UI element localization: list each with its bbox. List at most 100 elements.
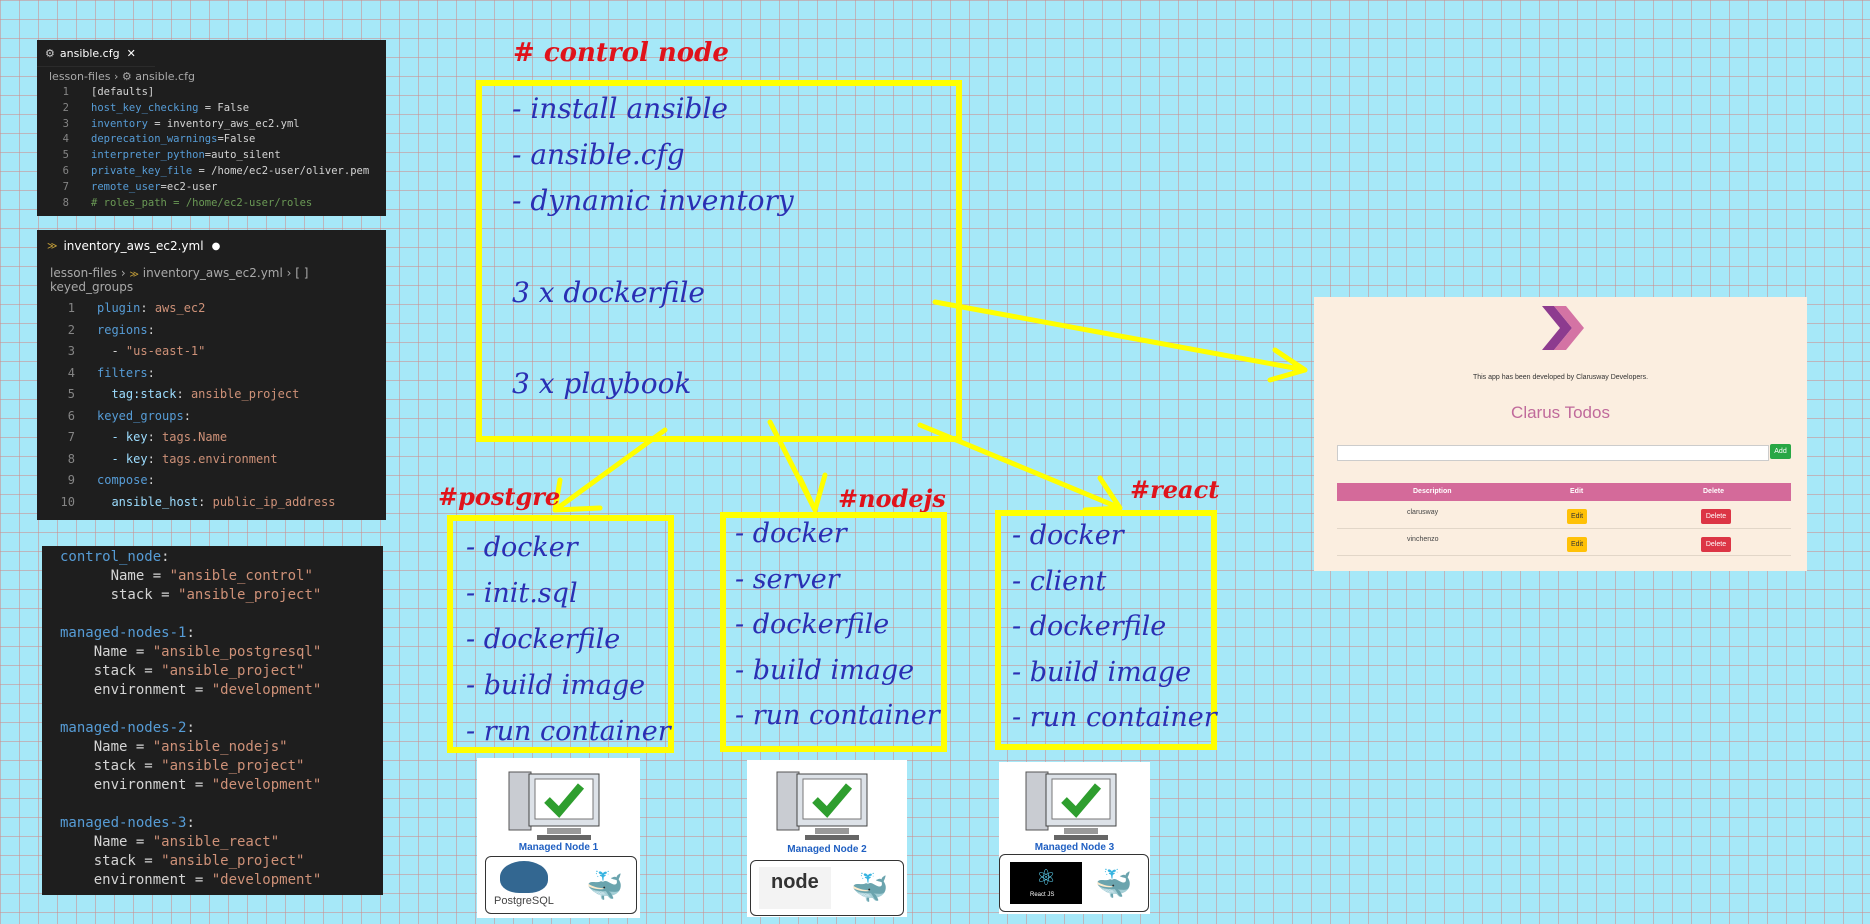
- editor-tab[interactable]: ⚙ ansible.cfg ✕: [37, 40, 155, 67]
- code-token: remote_user: [91, 180, 161, 193]
- node-tags-editor: control_node: Name = "ansible_control" s…: [42, 546, 383, 895]
- group-item: - dockerfile: [466, 624, 621, 655]
- code-line: environment = "development": [60, 681, 383, 700]
- arrow-to-app: [932, 299, 1308, 383]
- code-line: Name = "ansible_control": [60, 567, 383, 586]
- code-token: :: [186, 720, 195, 736]
- code-line: 1 [defaults]: [37, 85, 386, 101]
- line-number: 3: [62, 117, 69, 130]
- line-number: 9: [67, 473, 75, 487]
- code-line: 7 - key: tags.Name: [37, 427, 386, 449]
- group-item: - docker: [1012, 520, 1124, 551]
- table-row: clarusway Edit Delete: [1337, 502, 1791, 529]
- line-number: 8: [62, 196, 69, 209]
- breadcrumb-item[interactable]: [ ] keyed_groups: [50, 266, 309, 294]
- code-line: managed-nodes-1:: [60, 624, 383, 643]
- code-token: managed-nodes-3: [60, 815, 187, 831]
- breadcrumb-item[interactable]: ansible.cfg: [135, 70, 195, 83]
- line-number: 2: [62, 101, 69, 114]
- add-button[interactable]: Add: [1770, 444, 1791, 459]
- column-header: Delete: [1703, 488, 1725, 495]
- app-tagline: This app has been developed by Clarusway…: [1472, 374, 1649, 381]
- app-title: Clarus Todos: [1511, 403, 1610, 422]
- code-token: "ansible_project": [161, 758, 305, 774]
- code-token: # roles_path = /home/ec2-user/roles: [91, 196, 313, 209]
- edit-button[interactable]: Edit: [1567, 537, 1587, 552]
- breadcrumb-item[interactable]: lesson-files: [50, 266, 118, 280]
- line-number: 7: [62, 180, 69, 193]
- line-number: 1: [62, 86, 69, 98]
- managed-node-label: Managed Node 2: [787, 844, 867, 855]
- code-line: environment = "development": [60, 871, 383, 890]
- group-item: - build image: [735, 654, 915, 686]
- code-token: managed-nodes-2: [60, 720, 187, 736]
- group-item: - run container: [1012, 702, 1217, 733]
- tab-label: ansible.cfg: [59, 46, 120, 60]
- group-items: - docker - server - dockerfile - build i…: [735, 518, 940, 746]
- managed-node-label: Managed Node 1: [518, 842, 599, 853]
- code-token: stack =: [60, 853, 162, 869]
- breadcrumb-item[interactable]: lesson-files: [49, 70, 111, 83]
- ansible-cfg-editor: ⚙ ansible.cfg ✕ lesson-files › ⚙ ansible…: [37, 40, 386, 216]
- breadcrumb-item[interactable]: inventory_aws_ec2.yml: [142, 266, 283, 280]
- chevron-right-icon: ›: [113, 70, 122, 83]
- code-token: [defaults]: [91, 86, 155, 98]
- group-item: - docker: [735, 518, 847, 549]
- code-line: 8 - key: tags.environment: [37, 449, 386, 471]
- code-token: keyed_groups: [97, 408, 184, 423]
- line-number: 7: [67, 430, 75, 444]
- code-token: :: [176, 387, 191, 401]
- code-line: managed-nodes-2:: [60, 719, 383, 738]
- code-token: "ansible_nodejs": [152, 739, 288, 755]
- postgresql-icon: [500, 861, 548, 893]
- code-token: environment =: [60, 777, 212, 793]
- line-number: 5: [67, 387, 75, 401]
- inventory-editor: ≫ inventory_aws_ec2.yml ● lesson-files ›…: [37, 230, 386, 520]
- breadcrumb: lesson-files › ⚙ ansible.cfg: [37, 67, 386, 85]
- managed-node-label: Managed Node 3: [1034, 842, 1115, 853]
- delete-button[interactable]: Delete: [1701, 537, 1731, 552]
- control-item: - ansible.cfg: [512, 138, 685, 171]
- code-line: stack = "ansible_project": [60, 662, 383, 681]
- code-token: :: [147, 430, 163, 444]
- code-token: Name =: [60, 834, 153, 850]
- react-logo: ⚛: [1010, 862, 1082, 904]
- todo-input[interactable]: [1337, 445, 1769, 461]
- edit-button[interactable]: Edit: [1567, 509, 1587, 524]
- code-line: Name = "ansible_postgresql": [60, 643, 383, 662]
- code-token: control_node: [60, 549, 162, 565]
- code-line: 8 # roles_path = /home/ec2-user/roles: [37, 196, 386, 212]
- group-box: [720, 512, 947, 752]
- line-number: 4: [67, 365, 75, 380]
- control-item: - dynamic inventory: [512, 184, 794, 217]
- code-token: ansible_host: [97, 494, 199, 509]
- group-box: [447, 515, 674, 753]
- delete-button[interactable]: Delete: [1701, 509, 1731, 524]
- code-token: "ansible_project": [161, 663, 305, 679]
- code-token: :: [147, 365, 155, 380]
- code-token: :: [186, 815, 195, 831]
- group-heading: #react: [1130, 475, 1220, 504]
- code-token: "ansible_project": [178, 587, 322, 603]
- close-icon[interactable]: ✕: [126, 46, 136, 60]
- code-token: stack =: [60, 758, 162, 774]
- tab-label: inventory_aws_ec2.yml: [63, 239, 204, 253]
- line-number: 3: [67, 344, 75, 358]
- unsaved-dot-icon: ●: [211, 240, 221, 252]
- logo-box: PostgreSQL 🐳: [485, 856, 637, 914]
- code-line: managed-nodes-3:: [60, 814, 383, 833]
- line-number: 2: [67, 322, 75, 337]
- group-item: - run container: [735, 700, 940, 731]
- editor-tab[interactable]: ≫ inventory_aws_ec2.yml ●: [37, 230, 220, 262]
- code-token: deprecation_warnings: [91, 133, 218, 146]
- code-token: stack =: [60, 587, 179, 603]
- code-area[interactable]: control_node: Name = "ansible_control" s…: [42, 546, 383, 890]
- code-token: "development": [211, 872, 322, 888]
- computer-check-icon: [507, 764, 607, 844]
